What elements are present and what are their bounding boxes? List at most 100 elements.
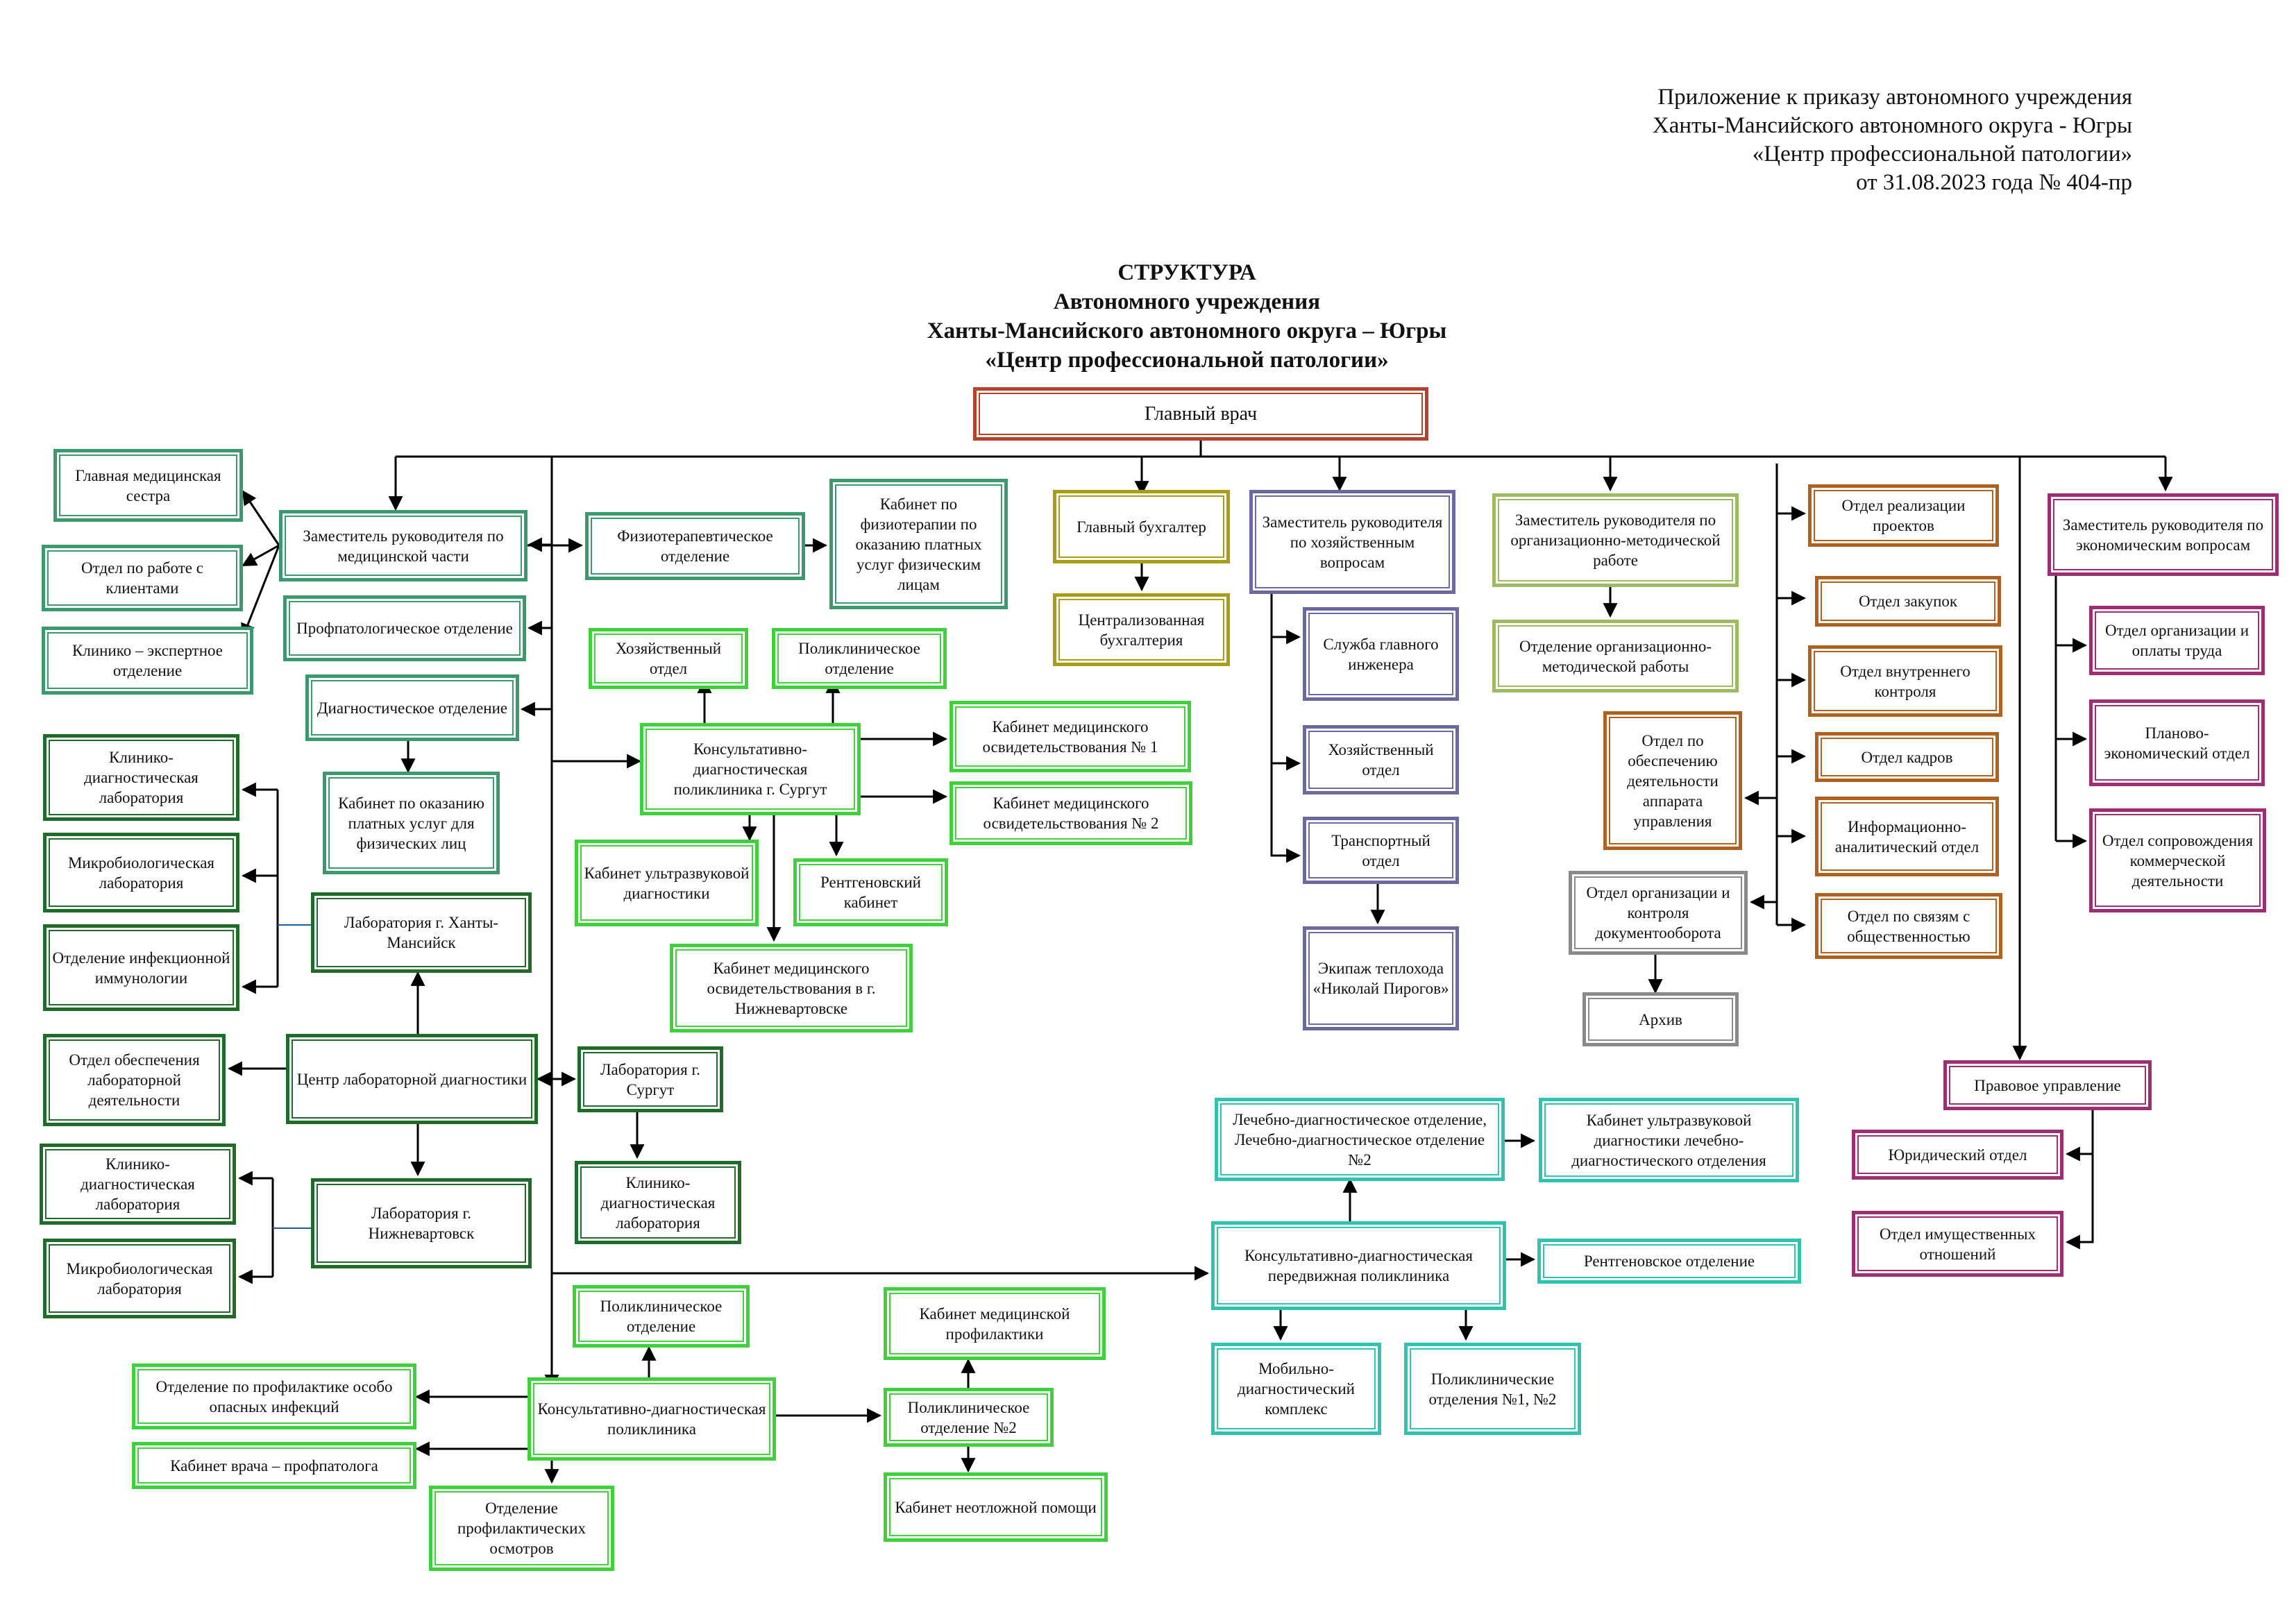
lab-surgut-box: Лаборатория г. Сургут <box>577 1046 723 1112</box>
box-label: Поликлиническое отделение <box>798 640 920 677</box>
paid-physio-cabinet-box: Кабинет по физиотерапии по оказанию плат… <box>829 479 1008 609</box>
box-label: Кабинет медицинской профилактики <box>919 1305 1070 1343</box>
box-label: Хозяйственный отдел <box>1328 741 1434 779</box>
box-label: Главный бухгалтер <box>1077 518 1206 536</box>
box-label: Отдел имущественных отношений <box>1879 1225 2036 1263</box>
box-label: Заместитель руководителя по организацион… <box>1510 511 1721 569</box>
box-label: Правовое управление <box>1974 1076 2121 1094</box>
transport-dept-box: Транспортный отдел <box>1303 817 1459 884</box>
box-label: Кабинет ультразвуковой диагностики <box>584 864 750 902</box>
box-label: Планово-экономический отдел <box>2104 724 2250 762</box>
box-label: Заместитель руководителя по хозяйственны… <box>1262 513 1443 571</box>
box-label: Поликлиническое отделение <box>600 1298 723 1335</box>
title-line: Автономного учреждения <box>1053 289 1321 314</box>
header-line: Приложение к приказу автономного учрежде… <box>1657 85 2132 110</box>
box-label: Рентгеновский кабинет <box>820 874 921 911</box>
admin-support-dept-box: Отдел по обеспечению деятельности аппара… <box>1603 711 1742 850</box>
kdp-main-box: Консультативно-диагностическая поликлини… <box>527 1377 776 1461</box>
box-label: Архив <box>1639 1010 1682 1028</box>
planning-dept-box: Планово-экономический отдел <box>2089 699 2265 786</box>
chief-doctor-box: Главный врач <box>973 387 1428 441</box>
household-surgut-box: Хозяйственный отдел <box>589 628 748 689</box>
micro-lab-2-box: Микробиологическая лаборатория <box>43 1239 236 1318</box>
med-exam-nizh-box: Кабинет медицинского освидетельствования… <box>670 944 913 1033</box>
box-label: Отделение профилактических осмотров <box>457 1499 586 1557</box>
polyclinic-depts-12-box: Поликлинические отделения №1, №2 <box>1404 1343 1581 1435</box>
lab-nizh-box: Лаборатория г. Нижневартовск <box>311 1178 532 1268</box>
analytics-dept-box: Информационно-аналитический отдел <box>1815 797 1999 876</box>
box-label: Кабинет медицинского освидетельствования… <box>982 717 1158 756</box>
box-label: Отделение организационно-методической ра… <box>1519 637 1712 675</box>
labor-dept-box: Отдел организации и оплаты труда <box>2089 606 2265 675</box>
box-label: Физиотерапевтическое отделение <box>617 527 773 565</box>
box-label: Транспортный отдел <box>1331 831 1430 869</box>
box-label: Кабинет медицинского освидетельствования… <box>707 959 876 1017</box>
deputy-economic-box: Заместитель руководителя по экономически… <box>2048 493 2279 576</box>
med-exam-1-box: Кабинет медицинского освидетельствования… <box>949 701 1191 772</box>
title-line: Ханты-Мансийского автономного округа – Ю… <box>927 318 1447 343</box>
xray-cabinet-box: Рентгеновский кабинет <box>793 858 948 926</box>
lab-khm-box: Лаборатория г. Ханты-Мансийск <box>311 892 532 973</box>
commercial-dept-box: Отдел сопровождения коммерческой деятель… <box>2089 808 2266 912</box>
dangerous-infections-box: Отделение по профилактике особо опасных … <box>132 1363 416 1429</box>
box-label: Консультативно-диагностическая поликлини… <box>537 1400 766 1438</box>
box-label: Экипаж теплохода «Николай Пирогов» <box>1312 960 1449 997</box>
polyclinic-dept-surgut-box: Поликлиническое отделение <box>772 628 947 689</box>
procurement-dept-box: Отдел закупок <box>1815 576 2001 627</box>
box-label: Отдел закупок <box>1858 593 1958 610</box>
box-label: Отдел организации и оплаты труда <box>2104 622 2249 659</box>
mobile-complex-box: Мобильно-диагностический комплекс <box>1211 1343 1381 1435</box>
client-dept-box: Отдел по работе с клиентами <box>42 545 243 611</box>
clin-lab-3-box: Клинико-диагностическая лаборатория <box>575 1161 741 1244</box>
polyclinic-dept-2-box: Поликлиническое отделение №2 <box>884 1388 1054 1447</box>
box-label: Кабинет по оказанию платных услуг для фи… <box>338 794 484 852</box>
prevention-cabinet-box: Кабинет медицинской профилактики <box>884 1287 1106 1360</box>
clin-lab-1-box: Клинико-диагностическая лаборатория <box>43 734 239 821</box>
box-label: Кабинет ультразвуковой диагностики лечеб… <box>1571 1111 1766 1169</box>
header-line: Ханты-Мансийского автономного округа - Ю… <box>1652 113 2132 138</box>
box-label: Хозяйственный отдел <box>615 640 722 677</box>
diagram-title: СТРУКТУРА Автономного учреждения Ханты-М… <box>736 258 1638 375</box>
box-label: Заместитель руководителя по медицинской … <box>303 527 504 565</box>
box-label: Кабинет неотложной помощи <box>895 1498 1097 1516</box>
chief-accountant-box: Главный бухгалтер <box>1053 490 1230 563</box>
clin-lab-2-box: Клинико-диагностическая лаборатория <box>40 1144 236 1225</box>
polyclinic-dept-main-box: Поликлиническое отделение <box>573 1285 750 1348</box>
box-label: Центр лабораторной диагностики <box>296 1070 527 1088</box>
header-line: «Центр профессиональной патологии» <box>1752 142 2132 167</box>
central-accounting-box: Централизованная бухгалтерия <box>1053 593 1230 666</box>
box-label: Информационно-аналитический отдел <box>1834 817 1980 856</box>
hr-dept-box: Отдел кадров <box>1815 732 1999 782</box>
docflow-dept-box: Отдел организации и контроля документооб… <box>1569 871 1748 955</box>
profpath-dept-box: Профпатологическое отделение <box>283 595 526 661</box>
box-label: Отдел внутреннего контроля <box>1840 662 1970 700</box>
box-label: Кабинет врача – профпатолога <box>170 1456 378 1475</box>
deputy-methodical-box: Заместитель руководителя по организацион… <box>1492 493 1739 587</box>
mobile-ld-dept-box: Лечебно-диагностическое отделение, Лечеб… <box>1215 1098 1505 1181</box>
box-label: Отдел по связям с общественностью <box>1847 907 1970 945</box>
box-label: Лаборатория г. Нижневартовск <box>368 1205 475 1242</box>
box-label: Заместитель руководителя по экономически… <box>2062 516 2264 554</box>
box-label: Отдел кадров <box>1861 748 1953 766</box>
physio-dept-box: Физиотерапевтическое отделение <box>585 512 805 580</box>
emergency-cabinet-box: Кабинет неотложной помощи <box>884 1472 1108 1542</box>
order-appendix-header: Приложение к приказу автономного учрежде… <box>1653 83 2132 197</box>
kdp-surgut-box: Консультативно-диагностическая поликлини… <box>640 723 861 815</box>
pr-dept-box: Отдел по связям с общественностью <box>1815 893 2002 959</box>
title-line: «Центр профессиональной патологии» <box>985 348 1389 373</box>
archive-box: Архив <box>1582 992 1739 1046</box>
box-label: Главный врач <box>1144 403 1258 425</box>
box-label: Лаборатория г. Ханты-Мансийск <box>344 914 499 951</box>
box-label: Микробиологическая лаборатория <box>66 1259 213 1298</box>
box-label: Главная медицинская сестра <box>75 466 221 504</box>
prof-exams-dept-box: Отделение профилактических осмотров <box>429 1486 614 1571</box>
box-label: Консультативно-диагностическая поликлини… <box>673 740 827 798</box>
box-label: Отдел реализации проектов <box>1841 497 1966 534</box>
box-label: Кабинет медицинского освидетельствования… <box>983 794 1159 832</box>
profpathologist-cabinet-box: Кабинет врача – профпатолога <box>132 1442 416 1489</box>
box-label: Клинико-диагностическая лаборатория <box>84 749 199 806</box>
med-exam-2-box: Кабинет медицинского освидетельствования… <box>949 781 1192 845</box>
diag-dept-box: Диагностическое отделение <box>305 674 519 741</box>
box-label: Отдел организации и контроля документооб… <box>1586 884 1730 942</box>
